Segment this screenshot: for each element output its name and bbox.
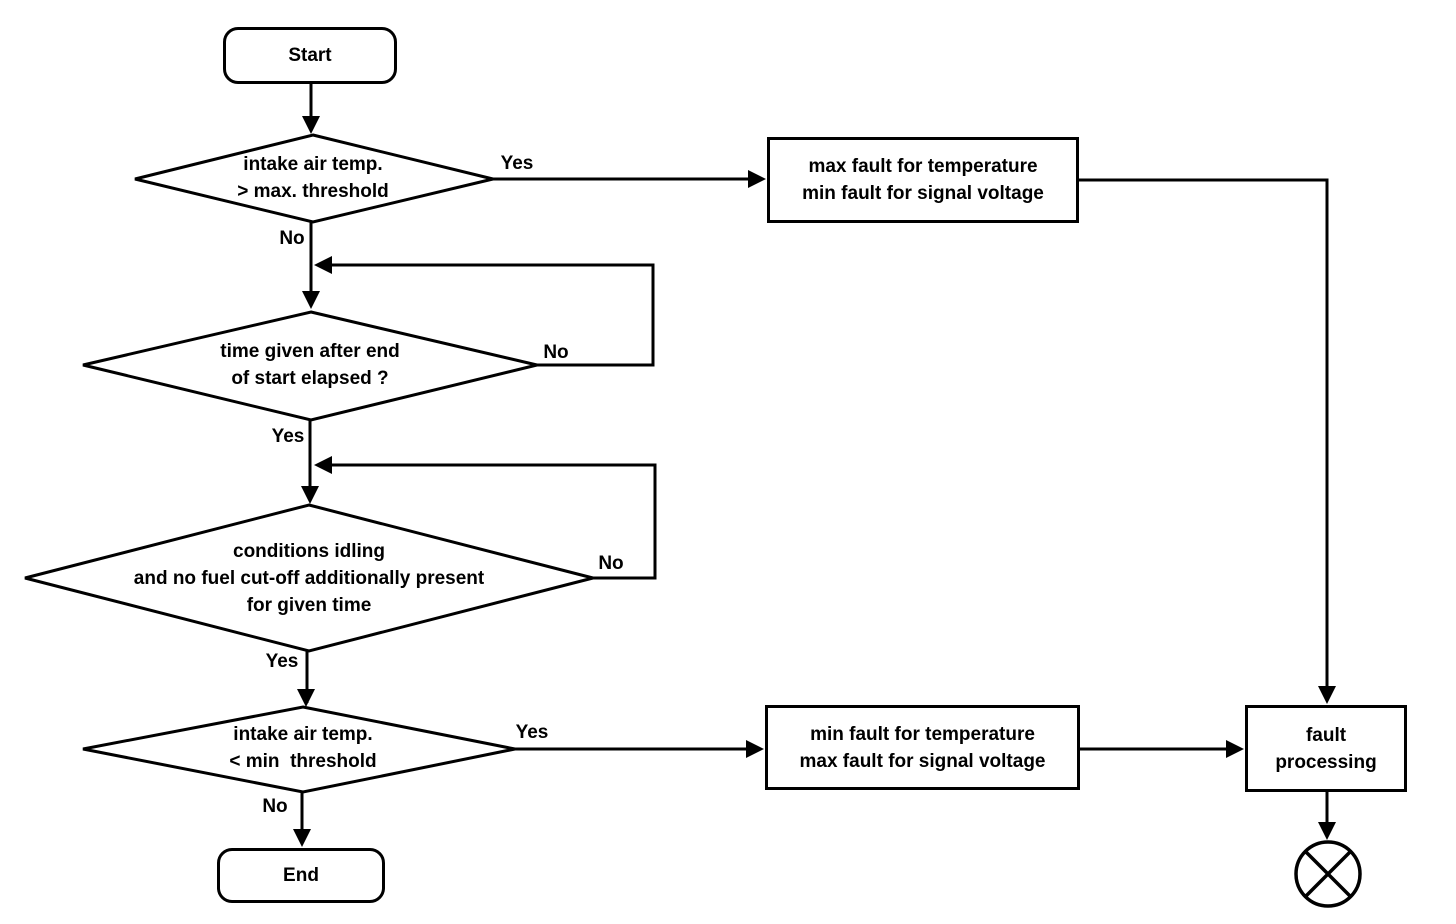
decision-time-elapsed-shape (82, 310, 538, 422)
arrowhead-right-icon (748, 170, 766, 188)
decision-conditions-idling-shape (24, 503, 594, 653)
arrowhead-down-icon (297, 689, 315, 707)
start-node-label: Start (288, 45, 332, 66)
decision-intake-max-shape (134, 133, 494, 224)
process-max-fault-node: max fault for temperature min fault for … (767, 137, 1079, 223)
process-max-fault-label: max fault for temperature min fault for … (802, 156, 1044, 204)
arrowhead-down-icon (302, 291, 320, 309)
arrowhead-down-icon (301, 486, 319, 504)
connector-time-elapsed-no-loop (324, 263, 655, 367)
arrowhead-right-icon (1226, 740, 1244, 758)
start-node: Start (223, 27, 397, 84)
arrowhead-left-icon (314, 456, 332, 474)
terminator-circle-x-icon (1294, 840, 1362, 908)
end-node-label: End (283, 865, 319, 886)
arrowhead-down-icon (302, 116, 320, 134)
arrowhead-down-icon (1318, 686, 1336, 704)
decision-intake-min-shape (82, 705, 516, 794)
process-min-fault-node: min fault for temperature max fault for … (765, 705, 1080, 790)
process-min-fault-label: min fault for temperature max fault for … (799, 723, 1046, 772)
arrowhead-down-icon (293, 829, 311, 847)
arrowhead-down-icon (1318, 822, 1336, 840)
process-fault-processing-label: fault processing (1275, 724, 1377, 773)
process-fault-processing-node: fault processing (1245, 705, 1407, 792)
end-node: End (217, 848, 385, 903)
connector-max-fault-to-fault-processing (1079, 178, 1329, 700)
arrowhead-right-icon (746, 740, 764, 758)
arrowhead-left-icon (314, 256, 332, 274)
connector-conditions-no-loop (324, 463, 657, 580)
